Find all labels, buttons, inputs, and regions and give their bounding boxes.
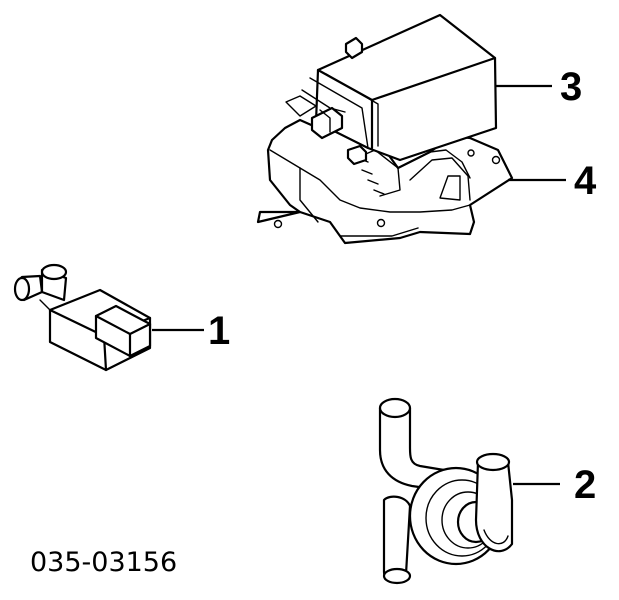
purge-valve-illustration bbox=[378, 397, 514, 585]
callout-label-2: 2 bbox=[574, 463, 596, 507]
callout-label-4: 4 bbox=[574, 159, 597, 203]
canister-bracket-illustration bbox=[256, 118, 514, 245]
solenoid-valve-illustration bbox=[13, 263, 152, 372]
callout-label-1: 1 bbox=[208, 309, 230, 353]
callout-label-3: 3 bbox=[560, 65, 582, 109]
canister-assembly-illustration bbox=[256, 13, 514, 245]
charcoal-canister-illustration bbox=[285, 13, 498, 166]
part-number-code: 035-03156 bbox=[30, 547, 178, 578]
